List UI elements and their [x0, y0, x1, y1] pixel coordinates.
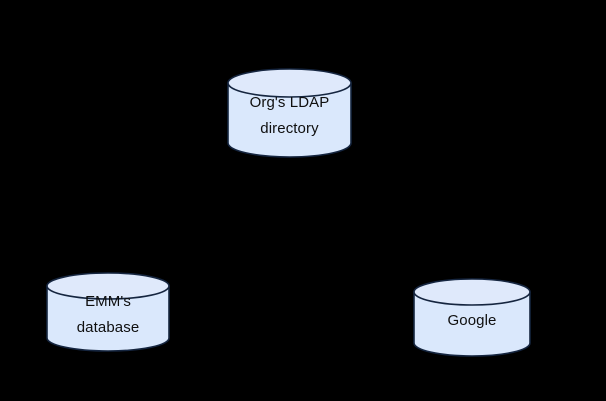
- cylinder-shape-icon: [227, 68, 352, 158]
- database-node-google[interactable]: Google: [413, 278, 531, 357]
- database-node-ldap[interactable]: Org's LDAP directory: [227, 68, 352, 158]
- cylinder-shape-icon: [46, 272, 170, 352]
- database-node-emm[interactable]: EMM's database: [46, 272, 170, 352]
- cylinder-shape-icon: [413, 278, 531, 357]
